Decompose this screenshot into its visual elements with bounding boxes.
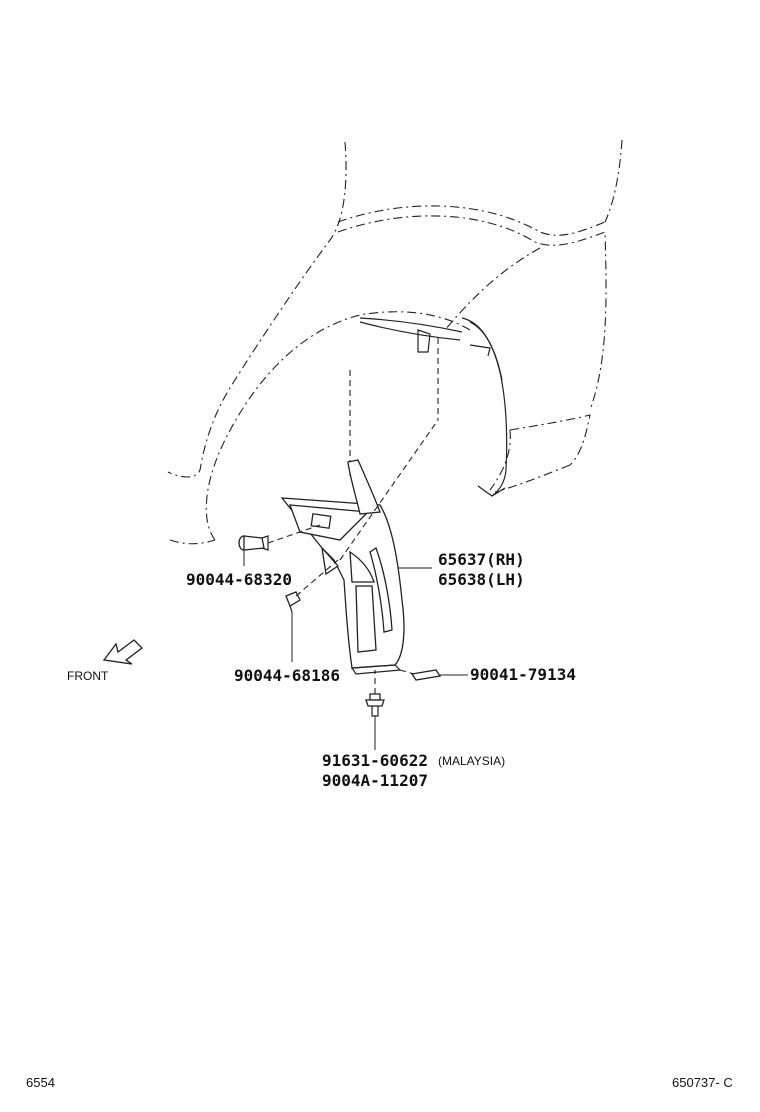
part-label-90044-68320: 90044-68320 (186, 570, 292, 589)
wheel-arch-flange (349, 317, 508, 497)
leader-lines (243, 419, 468, 750)
clip-upper-icon (238, 535, 269, 551)
clip-flat-icon (410, 669, 442, 681)
part-label-65637-rh: 65637(RH) (438, 550, 525, 569)
footer-left-code: 6554 (26, 1075, 55, 1090)
part-label-90044-68186: 90044-68186 (234, 666, 340, 685)
part-label-65638-lh: 65638(LH) (438, 570, 525, 589)
bolt-icon (365, 693, 385, 717)
vehicle-body-outline (167, 139, 623, 545)
front-arrow-icon (102, 639, 143, 665)
footer-right-code: 650737- C (672, 1075, 733, 1090)
part-label-9004a-11207: 9004A-11207 (322, 771, 428, 790)
part-label-malaysia-note: (MALAYSIA) (438, 754, 505, 768)
part-labels: 65637(RH) 65638(LH) 90044-68320 90044-68… (186, 550, 576, 790)
front-label: FRONT (67, 669, 109, 683)
fasteners (238, 535, 442, 717)
part-label-90041-79134: 90041-79134 (470, 665, 576, 684)
part-label-91631-60622: 91631-60622 (322, 751, 428, 770)
fender-liner-part (280, 459, 405, 675)
front-direction-arrow: FRONT (67, 639, 143, 683)
